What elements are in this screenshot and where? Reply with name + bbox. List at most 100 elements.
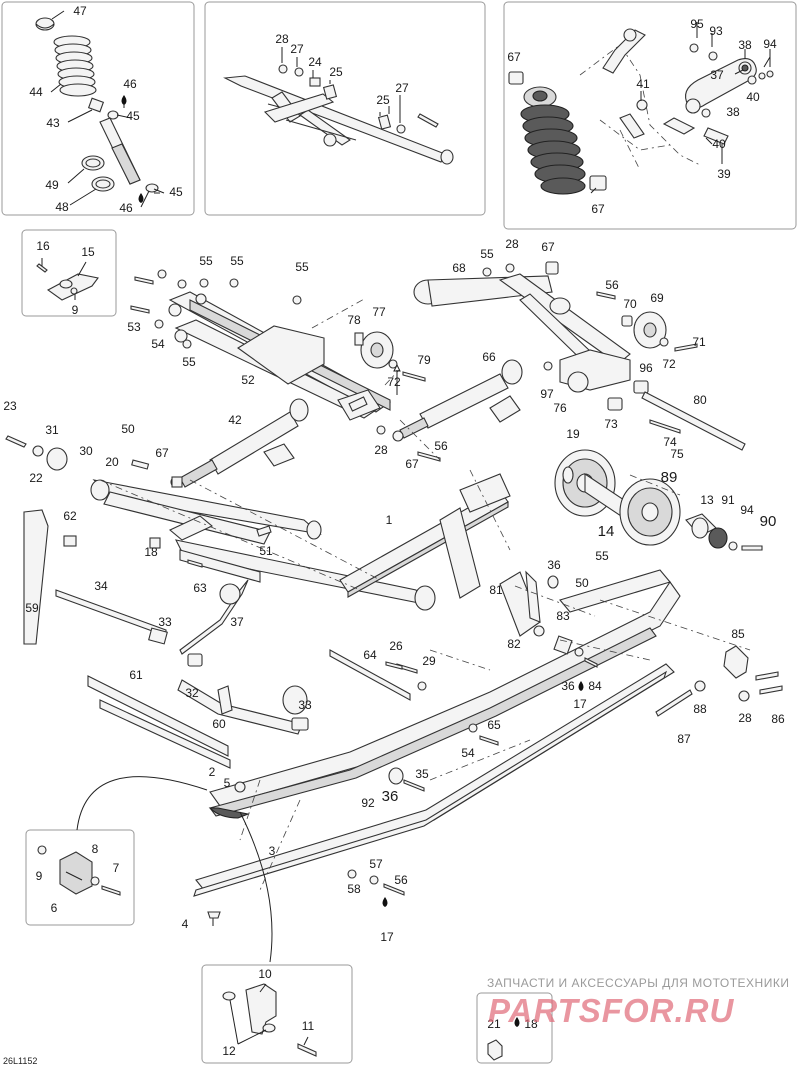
callout-63: 63 bbox=[193, 581, 207, 595]
callout-21: 21 bbox=[487, 1017, 501, 1031]
callout-33: 33 bbox=[158, 615, 172, 629]
callout-91: 91 bbox=[721, 493, 735, 507]
callout-55: 55 bbox=[595, 549, 609, 563]
callout-34: 34 bbox=[94, 579, 108, 593]
callout-93: 93 bbox=[709, 24, 723, 38]
leader-curve-bracket bbox=[239, 811, 273, 963]
callout-10: 10 bbox=[258, 967, 272, 981]
callout-38: 38 bbox=[726, 105, 740, 119]
callout-45: 45 bbox=[169, 185, 183, 199]
callout-4: 4 bbox=[182, 917, 189, 931]
callout-50: 50 bbox=[121, 422, 135, 436]
callout-37: 37 bbox=[230, 615, 244, 629]
callout-31: 31 bbox=[45, 423, 59, 437]
callout-18: 18 bbox=[144, 545, 158, 559]
callout-48: 48 bbox=[55, 200, 69, 214]
callout-79: 79 bbox=[417, 353, 431, 367]
callout-81: 81 bbox=[489, 583, 503, 597]
front-arm-bolts bbox=[130, 269, 302, 349]
right-side-hardware bbox=[574, 645, 783, 717]
callout-80: 80 bbox=[693, 393, 707, 407]
callout-50: 50 bbox=[575, 576, 589, 590]
bracket-assembly bbox=[222, 983, 317, 1057]
callout-19: 19 bbox=[566, 427, 580, 441]
brace-81 bbox=[499, 570, 573, 655]
callout-64: 64 bbox=[363, 648, 377, 662]
inset-box-shock-spring bbox=[1, 1, 195, 216]
callout-61: 61 bbox=[129, 668, 143, 682]
callout-32: 32 bbox=[185, 686, 199, 700]
callout-55: 55 bbox=[295, 260, 309, 274]
callout-54: 54 bbox=[151, 337, 165, 351]
callout-51: 51 bbox=[259, 544, 273, 558]
callout-52: 52 bbox=[241, 373, 255, 387]
callout-25: 25 bbox=[329, 65, 343, 79]
callout-70: 70 bbox=[623, 297, 637, 311]
callout-42: 42 bbox=[228, 413, 242, 427]
callout-77: 77 bbox=[372, 305, 386, 319]
front-arm-52 bbox=[168, 291, 400, 421]
callout-39: 39 bbox=[717, 167, 731, 181]
rear-arm-parts bbox=[23, 509, 418, 769]
callout-17: 17 bbox=[380, 930, 394, 944]
callout-36: 36 bbox=[382, 788, 399, 805]
inset-box-bracket bbox=[201, 964, 353, 1064]
front-arm-assembly bbox=[223, 47, 454, 165]
callout-40: 40 bbox=[712, 137, 726, 151]
lower-center-hardware bbox=[207, 661, 499, 926]
callout-89: 89 bbox=[661, 469, 678, 486]
callout-75: 75 bbox=[670, 447, 684, 461]
callout-57: 57 bbox=[369, 857, 383, 871]
callout-28: 28 bbox=[275, 32, 289, 46]
callout-3: 3 bbox=[269, 844, 276, 858]
callout-97: 97 bbox=[540, 387, 554, 401]
callout-9: 9 bbox=[36, 869, 43, 883]
callout-46: 46 bbox=[119, 201, 133, 215]
callout-17: 17 bbox=[573, 697, 587, 711]
spring-shock-assembly bbox=[35, 10, 165, 208]
callout-88: 88 bbox=[693, 702, 707, 716]
callout-65: 65 bbox=[487, 718, 501, 732]
callout-62: 62 bbox=[63, 509, 77, 523]
callout-55: 55 bbox=[480, 247, 494, 261]
callout-67: 67 bbox=[155, 446, 169, 460]
callout-46: 46 bbox=[123, 77, 137, 91]
callout-45: 45 bbox=[126, 109, 140, 123]
callout-82: 82 bbox=[507, 637, 521, 651]
callout-25: 25 bbox=[376, 93, 390, 107]
callout-41: 41 bbox=[636, 77, 650, 91]
callout-20: 20 bbox=[105, 455, 119, 469]
shock-absorber-66 bbox=[376, 359, 523, 462]
callout-16: 16 bbox=[36, 239, 50, 253]
callout-12: 12 bbox=[222, 1044, 236, 1058]
callout-7: 7 bbox=[113, 861, 120, 875]
callout-1: 1 bbox=[386, 513, 393, 527]
callout-83: 83 bbox=[556, 609, 570, 623]
callout-54: 54 bbox=[461, 746, 475, 760]
callout-59: 59 bbox=[25, 601, 39, 615]
callout-36: 36 bbox=[547, 558, 561, 572]
callout-43: 43 bbox=[46, 116, 60, 130]
callout-30: 30 bbox=[79, 444, 93, 458]
slider-end-assembly bbox=[37, 845, 121, 896]
callout-6: 6 bbox=[51, 901, 58, 915]
assembly-lines bbox=[99, 419, 751, 891]
rear-shock-assembly bbox=[508, 22, 774, 195]
callout-5: 5 bbox=[224, 776, 231, 790]
callout-47: 47 bbox=[73, 4, 87, 18]
callout-94: 94 bbox=[740, 503, 754, 517]
callout-92: 92 bbox=[361, 796, 375, 810]
callout-58: 58 bbox=[347, 882, 361, 896]
callout-56: 56 bbox=[434, 439, 448, 453]
callout-84: 84 bbox=[588, 679, 602, 693]
callout-73: 73 bbox=[604, 417, 618, 431]
callout-55: 55 bbox=[199, 254, 213, 268]
inset-box-stopper bbox=[21, 229, 117, 317]
shock-absorber-42 bbox=[170, 398, 309, 488]
callout-26: 26 bbox=[389, 639, 403, 653]
callout-68: 68 bbox=[452, 261, 466, 275]
callout-23: 23 bbox=[3, 399, 17, 413]
leader-curve-slider bbox=[76, 776, 208, 831]
